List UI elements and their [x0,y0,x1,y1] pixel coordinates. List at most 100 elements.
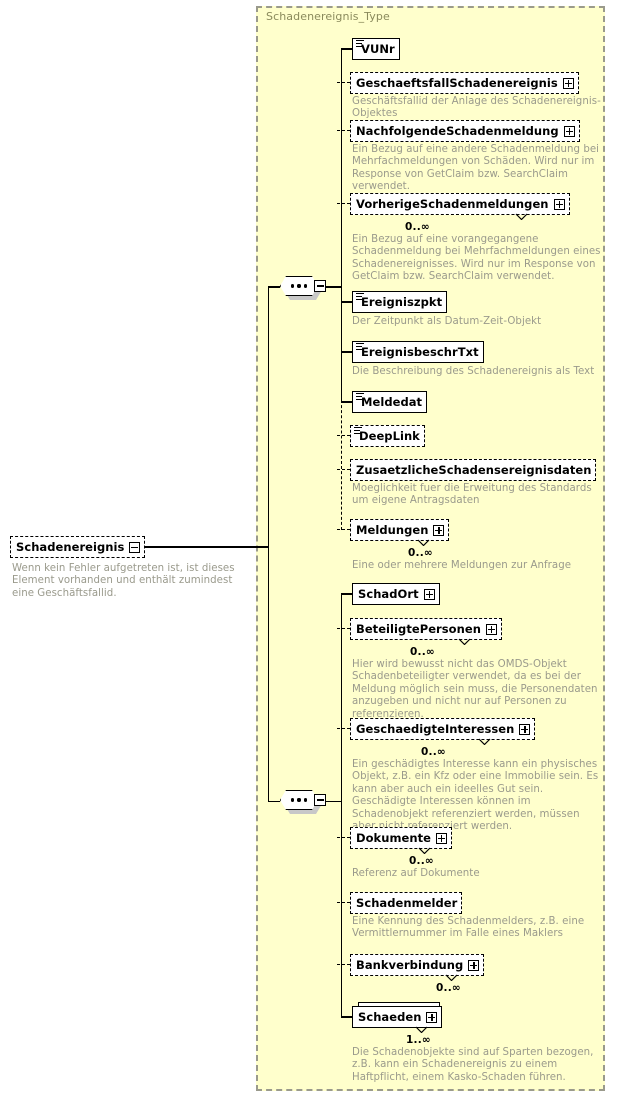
expand-plus-icon[interactable] [433,524,445,536]
branch-schadenmelder [337,902,350,904]
bus-group2-upper [341,593,343,801]
expand-plus-icon[interactable] [423,588,435,600]
element-box[interactable]: Bankverbindung [350,954,485,976]
element-box[interactable]: VUNr [352,38,400,60]
element-label: EreignisbeschrTxt [361,344,479,359]
branch-ereigniszpkt [341,301,352,303]
repeat-chevron-icon [417,539,430,546]
element-box[interactable]: VorherigeSchadenmeldungen [350,193,570,215]
compositor-shape [280,790,318,810]
branch-beteiligtepersonen [337,628,350,630]
element-label: VorherigeSchadenmeldungen [356,196,549,211]
expand-plus-icon[interactable] [553,198,565,210]
element-box[interactable]: SchadOrt [352,583,440,605]
element-label: Meldedat [361,394,423,409]
element-annotation-dokumente: Referenz auf Dokumente [352,868,480,879]
simple-type-icon [356,343,364,350]
connector-seq2-out [326,800,342,802]
spine-upper [268,287,270,547]
cardinality-dokumente: 0..∞ [409,855,434,867]
branch-schaeden [341,1016,352,1018]
element-annotation-nachfolgendeschadenmeldung: Ein Bezug auf eine andere Schadenmeldung… [352,144,600,193]
cardinality-vorherigeschadenmeldungen: 0..∞ [405,221,430,233]
element-label: DeepLink [359,428,420,443]
branch-dokumente [337,837,350,839]
expand-plus-icon[interactable] [563,125,575,137]
branch-meldedat [341,401,352,403]
simple-type-icon [356,393,364,400]
element-box[interactable]: NachfolgendeSchadenmeldung [350,120,580,142]
compositor-collapse-icon[interactable] [314,280,326,292]
element-box[interactable]: Schadenereignis [10,536,146,558]
element-label: GeschaedigteInteressen [356,721,515,736]
branch-zusaetzlicheschadensereignisdaten [337,469,350,471]
element-box[interactable]: BeteiligtePersonen [350,618,502,640]
expand-plus-icon[interactable] [426,1011,438,1023]
element-label: NachfolgendeSchadenmeldung [356,123,559,138]
element-label: Schadenereignis [16,539,125,554]
repeat-chevron-icon [445,974,458,981]
branch-schadort [341,593,352,595]
element-box[interactable]: EreignisbeschrTxt [352,341,484,363]
element-box[interactable]: GeschaeftsfallSchadenereignis [350,72,579,94]
element-label: SchadOrt [358,586,419,601]
element-annotation-schadenmelder: Eine Kennung des Schadenmelders, z.B. ei… [352,916,585,940]
simple-type-icon [354,427,362,434]
element-annotation-schaeden: Die Schadenobjekte sind auf Sparten bezo… [352,1047,594,1083]
repeat-chevron-icon [415,1026,428,1033]
branch-vunr [341,48,352,50]
branch-deeplink [337,435,350,437]
element-label: Schaeden [358,1009,422,1024]
spine-lower [268,546,270,802]
bus-group1-solid [341,49,343,287]
element-box[interactable]: GeschaedigteInteressen [350,718,536,740]
element-box[interactable]: Dokumente [350,827,452,849]
compositor-collapse-icon[interactable] [314,794,326,806]
element-box[interactable]: Ereigniszpkt [352,291,448,313]
element-label: Bankverbindung [356,957,464,972]
element-annotation-vorherigeschadenmeldungen: Ein Bezug auf eine vorangegangene Schade… [352,234,601,283]
element-box[interactable]: Meldedat [352,391,428,413]
cardinality-schaeden: 1..∞ [406,1034,431,1046]
expand-plus-icon[interactable] [562,77,574,89]
element-label: BeteiligtePersonen [356,621,481,636]
element-label: Meldungen [356,522,429,537]
cardinality-beteiligtepersonen: 0..∞ [410,646,435,658]
collapse-minus-icon[interactable] [129,541,141,553]
expand-plus-icon[interactable] [519,723,531,735]
sequence-compositor-1[interactable] [280,276,326,300]
connector-root [119,546,269,548]
element-annotation-ereignisbeschrtxt: Die Beschreibung des Schadenereignis als… [352,366,595,377]
branch-vorherigeschadenmeldungen [337,203,350,205]
branch-meldungen [337,529,350,531]
cardinality-geschaedigteinteressen: 0..∞ [421,746,446,758]
element-annotation-geschaeftsfallschadenereignis: Geschäftsfallid der Anlage des Schadener… [352,96,601,120]
expand-plus-icon[interactable] [436,832,447,844]
element-box[interactable]: Meldungen [350,519,450,541]
spine-to-seq1 [268,286,280,288]
branch-nachfolgendeschadenmeldung [337,130,350,132]
type-title: Schadenereignis_Type [266,10,390,23]
sequence-compositor-2[interactable] [280,790,326,814]
element-label: VUNr [361,41,395,56]
simple-type-icon [356,40,364,47]
expand-plus-icon[interactable] [468,959,480,971]
element-label: Ereigniszpkt [361,294,443,309]
branch-geschaedigteinteressen [337,728,350,730]
element-box[interactable]: ZusaetzlicheSchadensereignisdaten [350,459,597,481]
bus-group1-solid-lower [341,286,343,401]
repeat-chevron-icon [458,638,471,645]
element-box[interactable]: Schadenmelder [350,892,463,914]
element-box[interactable]: Schaeden [352,1006,443,1028]
element-label: Dokumente [356,830,431,845]
branch-bankverbindung [337,964,350,966]
spine-to-seq2 [268,800,280,802]
expand-plus-icon[interactable] [485,623,497,635]
element-box[interactable]: DeepLink [350,425,425,447]
branch-ereignisbeschrtxt [341,351,352,353]
bus-group1-dashed [341,400,342,530]
branch-geschaeftsfallschadenereignis [337,82,350,84]
repeat-chevron-icon [515,213,528,220]
element-label: Schadenmelder [356,895,458,910]
